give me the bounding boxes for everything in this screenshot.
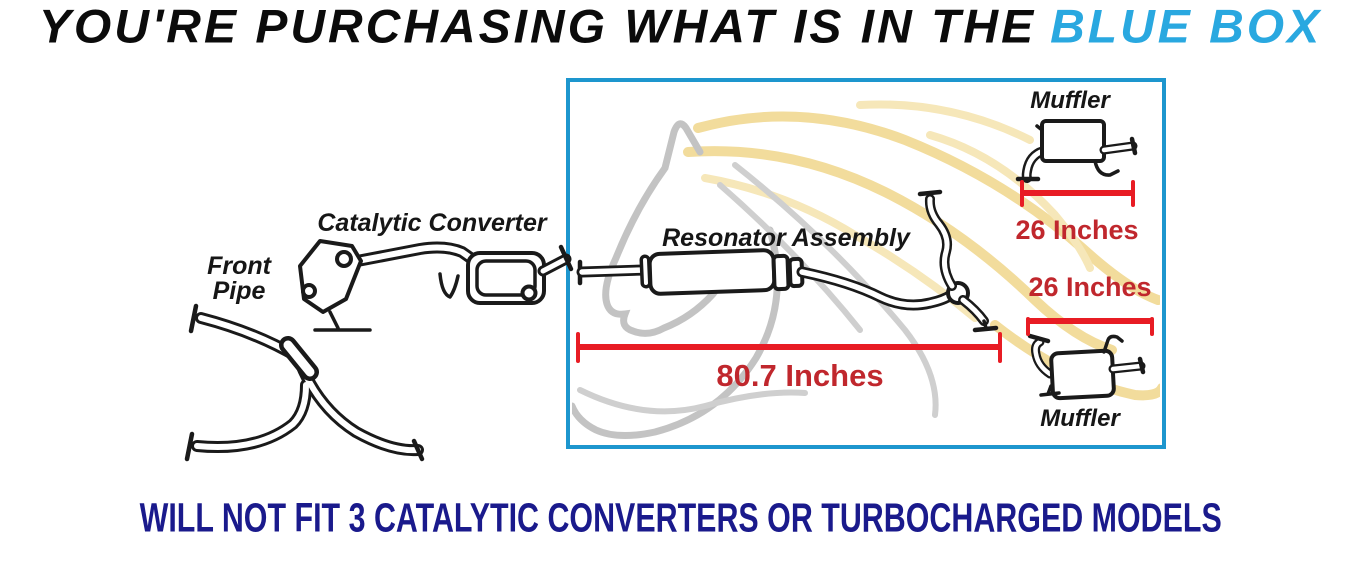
bottom-muffler-label: Muffler [1040, 405, 1121, 432]
fitment-note-text: WILL NOT FIT 3 CATALYTIC CONVERTERS OR T… [139, 495, 1222, 542]
headline: YOU'RE PURCHASING WHAT IS IN THE BLUE BO… [0, 1, 1361, 54]
resonator-body [647, 248, 777, 296]
flange-plate [298, 239, 363, 314]
horse-head-outline [602, 120, 733, 337]
assembly-length: 80.7 Inches [716, 358, 883, 393]
muffler-body [1049, 348, 1116, 401]
fitment-note: WILL NOT FIT 3 CATALYTIC CONVERTERS OR T… [0, 494, 1361, 544]
catalytic-converter-label: Catalytic Converter [317, 209, 548, 237]
bottom-muffler-drawing [1027, 333, 1146, 401]
resonator-assembly-drawing [576, 189, 999, 333]
horse-watermark [572, 100, 1160, 439]
bottom-muffler-measurement: 26 Inches [1026, 272, 1154, 336]
front-pipe-label-line1: Front [207, 252, 273, 280]
catalytic-converter-drawing [298, 239, 574, 332]
bolt-hole [335, 250, 353, 268]
top-muffler-length: 26 Inches [1015, 215, 1138, 245]
front-pipe-label-line2: Pipe [213, 277, 266, 305]
resonator-assembly-label: Resonator Assembly [662, 224, 911, 252]
top-muffler-drawing [1015, 119, 1138, 183]
headline-blue-text: BLUE BOX [1050, 1, 1323, 53]
headline-black-text: YOU'RE PURCHASING WHAT IS IN THE [38, 1, 1037, 53]
muffler-body [1040, 119, 1106, 163]
top-muffler-measurement: 26 Inches [1015, 180, 1139, 245]
front-pipe-drawing [184, 303, 425, 462]
assembly-measurement: 80.7 Inches [576, 332, 1002, 393]
bottom-muffler-length: 26 Inches [1028, 272, 1151, 302]
bolt-hole [301, 283, 317, 299]
top-muffler-label: Muffler [1030, 87, 1111, 114]
